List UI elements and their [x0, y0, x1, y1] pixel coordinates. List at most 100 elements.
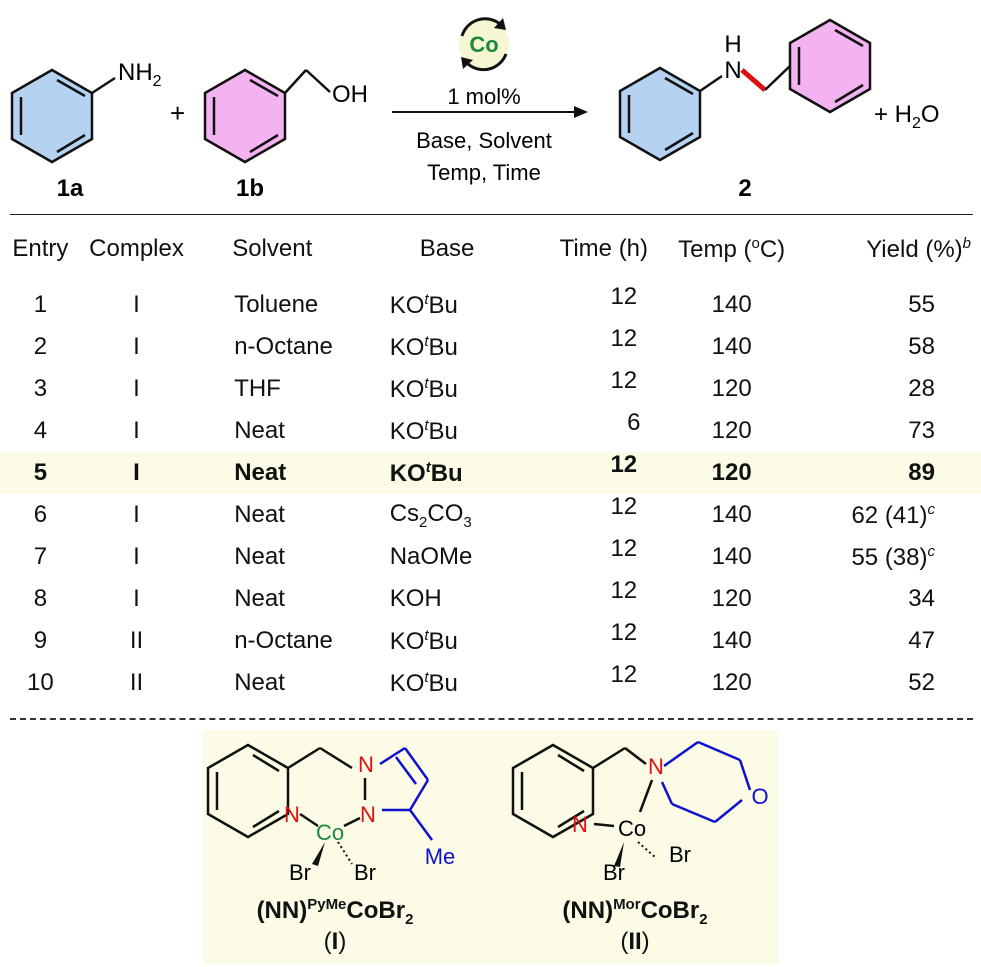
cell-temp: 140: [711, 627, 752, 654]
cell-yield: 73: [908, 417, 935, 444]
cell-temp: 140: [711, 291, 752, 318]
label-1b: 1b: [236, 175, 264, 202]
plus-sign: +: [170, 98, 185, 128]
cell-solvent: Neat: [192, 452, 390, 494]
cell-base: KOtBu: [389, 416, 458, 445]
cell-solvent: n-Octane: [234, 627, 333, 654]
cell-complex: I: [80, 452, 193, 494]
complex-1-label: (I): [323, 928, 347, 955]
cell-time: 12: [540, 451, 668, 494]
cell-temp: 120: [711, 417, 752, 444]
conditions-line1: Base, Solvent: [416, 128, 552, 153]
c2-oxygen: O: [751, 784, 768, 809]
cell-temp: 140: [711, 543, 752, 570]
table-row: 9 II n-Octane KOtBu 12 140 47: [0, 619, 981, 662]
cell-solvent: Neat: [234, 585, 285, 612]
cell-complex: I: [133, 333, 140, 360]
header-entry: Entry: [12, 235, 69, 262]
cell-yield: 89: [795, 452, 981, 494]
header-base: Base: [419, 235, 475, 262]
conditions-line2: Temp, Time: [427, 160, 541, 185]
complexes-panel: [203, 730, 779, 964]
reaction-arrow: [392, 106, 588, 118]
conditions-table: Entry Complex Solvent Base Time (h) Temp…: [0, 220, 981, 704]
dashed-divider: [10, 718, 973, 720]
cell-complex: II: [129, 669, 144, 696]
cell-complex: I: [133, 585, 140, 612]
cell-solvent: THF: [234, 375, 281, 402]
alcohol-group: OH: [332, 81, 368, 108]
cell-complex: I: [133, 291, 140, 318]
cell-time: 6: [627, 409, 641, 436]
catalyst-badge: [459, 17, 509, 72]
cell-solvent: n-Octane: [234, 333, 333, 360]
cell-solvent: Neat: [234, 669, 285, 696]
cell-base: NaOMe: [389, 543, 473, 570]
cell-complex: I: [133, 501, 140, 528]
cell-yield: 52: [908, 669, 935, 696]
cell-temp: 120: [711, 585, 752, 612]
cell-entry: 2: [33, 333, 48, 360]
product-structure: [618, 18, 872, 162]
label-2: 2: [738, 175, 751, 202]
cell-base: Cs2CO3: [389, 499, 472, 531]
complex-2-label: (II): [620, 928, 650, 955]
cell-base: KOtBu: [389, 452, 541, 494]
reaction-scheme: NH2 + OH 1a 1b Co 1 mol% Base, Solvent T…: [10, 17, 940, 202]
c2-br1: Br: [603, 860, 625, 885]
c1-methyl: Me: [425, 844, 456, 869]
table-row: 10 II Neat KOtBu 12 120 52: [0, 661, 981, 704]
complex-2-structure: [511, 740, 752, 867]
cell-yield: 62 (41)c: [851, 500, 935, 529]
table-row: 2 I n-Octane KOtBu 12 140 58: [0, 325, 981, 368]
cell-temp: 120: [711, 669, 752, 696]
table-row-highlighted: 5 I Neat KOtBu 12 120 89: [0, 451, 981, 494]
cell-entry: 4: [33, 417, 48, 444]
cell-time: 12: [610, 661, 638, 688]
cell-yield: 34: [908, 585, 935, 612]
cell-temp: 140: [711, 501, 752, 528]
table-header-row: Entry Complex Solvent Base Time (h) Temp…: [0, 220, 981, 278]
cell-yield: 47: [908, 627, 935, 654]
table-row: 3 I THF KOtBu 12 120 28: [0, 367, 981, 410]
cell-entry: 1: [33, 291, 48, 318]
cell-yield: 28: [908, 375, 935, 402]
cell-solvent: Neat: [234, 543, 285, 570]
cell-yield: 55 (38)c: [851, 542, 935, 571]
complex-1-structure: [206, 743, 434, 866]
cell-time: 12: [610, 367, 638, 394]
cell-base: KOtBu: [389, 290, 458, 319]
c2-br2: Br: [669, 842, 691, 867]
complex-2-name: (NN)MorCoBr2: [562, 896, 708, 928]
c1-br2: Br: [354, 860, 376, 885]
header-time: Time (h): [559, 235, 649, 262]
cell-entry: 8: [33, 585, 48, 612]
table-row: 4 I Neat KOtBu 6 120 73: [0, 409, 981, 452]
cell-base: KOtBu: [389, 374, 458, 403]
cell-time: 12: [610, 619, 638, 646]
cell-entry: 9: [33, 627, 48, 654]
cell-yield: 58: [908, 333, 935, 360]
header-temp: Temp (oC): [678, 234, 786, 263]
cell-base: KOtBu: [389, 332, 458, 361]
label-1a: 1a: [57, 175, 84, 202]
cell-entry: 3: [33, 375, 48, 402]
cell-complex: II: [129, 627, 144, 654]
cell-solvent: Neat: [234, 417, 285, 444]
benzyl-alcohol-structure: [203, 68, 331, 164]
cell-base: KOtBu: [389, 668, 458, 697]
cell-yield: 55: [908, 291, 935, 318]
c2-cobalt: Co: [618, 816, 646, 841]
c1-br1: Br: [289, 860, 311, 885]
table-row: 1 I Toluene KOtBu 12 140 55: [0, 283, 981, 326]
cell-entry: 6: [33, 501, 48, 528]
complex-1-name: (NN)PyMeCoBr2: [256, 896, 414, 928]
header-yield: Yield (%)b: [866, 234, 971, 263]
c1-n3: N: [360, 802, 376, 827]
product-n: N: [724, 57, 741, 84]
cell-complex: I: [133, 417, 140, 444]
cell-entry: 7: [33, 543, 48, 570]
header-complex: Complex: [89, 235, 184, 262]
cell-time: 12: [610, 577, 638, 604]
